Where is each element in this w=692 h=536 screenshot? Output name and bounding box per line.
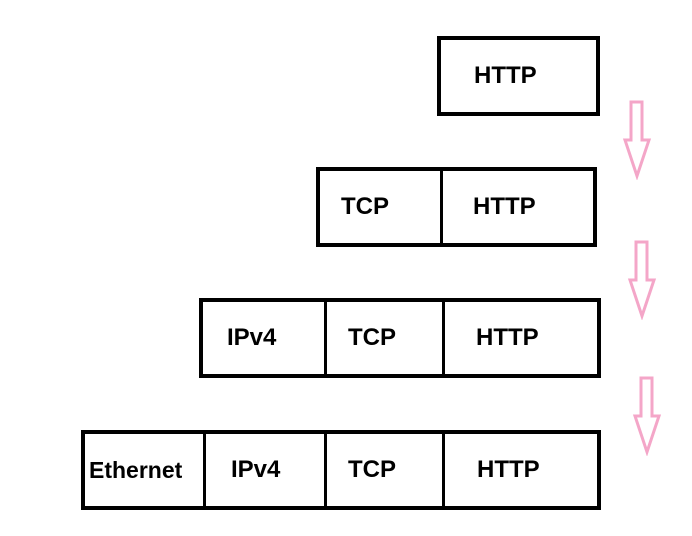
http-label: HTTP — [473, 193, 536, 220]
ethernet-label: Ethernet — [89, 456, 183, 483]
ipv4-label: IPv4 — [227, 324, 277, 351]
http-label: HTTP — [477, 456, 540, 483]
packet-row-4: Ethernet IPv4 TCP HTTP — [81, 430, 601, 510]
ipv4-layer-cell: IPv4 — [203, 434, 324, 506]
tcp-label: TCP — [341, 193, 389, 220]
tcp-layer-cell: TCP — [324, 302, 442, 374]
http-layer-cell: HTTP — [440, 171, 593, 243]
packet-row-2: TCP HTTP — [316, 167, 597, 247]
down-arrow-icon — [627, 240, 657, 320]
ipv4-label: IPv4 — [231, 456, 281, 483]
http-layer-cell: HTTP — [442, 434, 597, 506]
packet-row-1: HTTP — [437, 36, 600, 116]
tcp-label: TCP — [348, 324, 396, 351]
tcp-label: TCP — [348, 456, 396, 483]
down-arrow-icon — [632, 376, 662, 456]
ethernet-layer-cell: Ethernet — [85, 434, 203, 506]
ipv4-layer-cell: IPv4 — [203, 302, 324, 374]
http-label: HTTP — [474, 62, 537, 89]
http-layer-cell: HTTP — [442, 302, 597, 374]
tcp-layer-cell: TCP — [324, 434, 442, 506]
http-label: HTTP — [476, 324, 539, 351]
packet-row-3: IPv4 TCP HTTP — [199, 298, 601, 378]
down-arrow-icon — [622, 100, 652, 180]
tcp-layer-cell: TCP — [320, 171, 440, 243]
http-layer-cell: HTTP — [441, 40, 596, 112]
